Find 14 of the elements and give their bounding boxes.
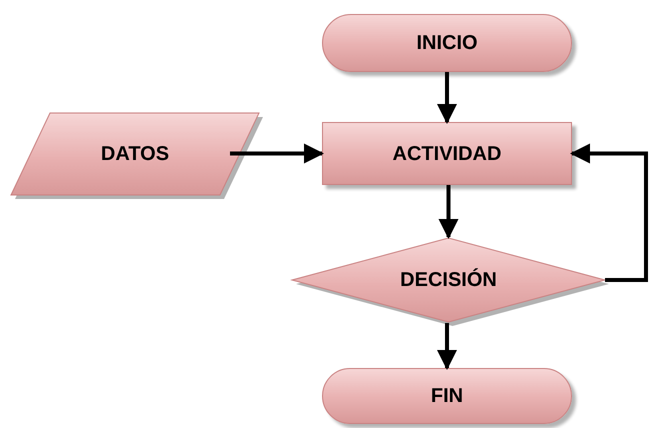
process-box — [322, 122, 572, 185]
node-label: DECISIÓN — [400, 267, 497, 293]
terminator-shape — [322, 14, 572, 72]
node-label: FIN — [430, 384, 464, 409]
arrow — [570, 144, 648, 282]
node-label: DATOS — [100, 142, 170, 167]
arrow — [437, 323, 457, 370]
node-label: INICIO — [416, 31, 478, 56]
node-label: ACTIVIDAD — [392, 142, 502, 166]
arrow — [438, 185, 458, 239]
data-parallelogram — [10, 112, 260, 196]
arrow — [437, 72, 457, 124]
terminator-shape — [322, 368, 572, 424]
arrow — [230, 144, 324, 164]
